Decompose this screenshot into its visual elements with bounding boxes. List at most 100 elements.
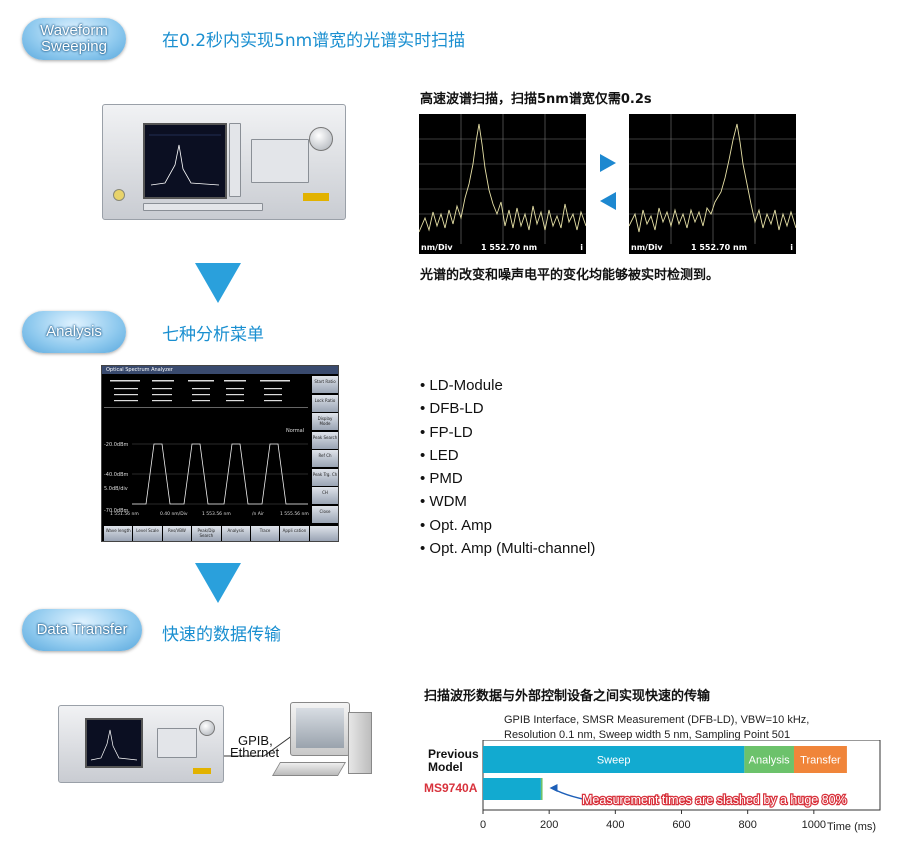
warning-label [303, 193, 329, 201]
bar-sweep [483, 746, 745, 773]
analysis-menu-item: WDM [420, 490, 595, 513]
analysis-screenshot: Optical Spectrum Analyzer Normal -20.0dB… [101, 365, 339, 542]
sweep-caption: 高速波谱扫描，扫描5nm谱宽仅需0.2s [420, 92, 652, 107]
analysis-x-label-4: /n Air [252, 512, 264, 517]
chart-title-line-1: GPIB Interface, SMSR Measurement (DFB-LD… [504, 714, 810, 726]
analysis-menu-item: FP-LD [420, 421, 595, 444]
instrument-small-keypad [157, 728, 197, 758]
pc-tower [348, 712, 372, 774]
sweep-note: 光谱的改变和噪声电平的变化均能够被实时检测到。 [420, 268, 720, 283]
category-previous-model: Previous Model [428, 748, 479, 774]
instrument-screen [143, 123, 227, 199]
analysis-badge: Analysis [22, 311, 126, 353]
analysis-x-label-3: 1 553.56 nm [202, 512, 231, 517]
analysis-side-button: Display Mode [312, 413, 338, 430]
analysis-x-label-5: 1 555.56 nm [280, 512, 309, 517]
analysis-y-label-1: -20.0dBm [104, 442, 129, 448]
analysis-wdm-trace [132, 443, 308, 505]
analysis-bottom-button: Trace [250, 526, 280, 541]
analysis-x-label-1: 1 551.56 nm [110, 512, 139, 517]
flow-arrow-2 [195, 563, 241, 603]
analysis-menu-item: Opt. Amp (Multi-channel) [420, 537, 595, 560]
instrument-small-dial [199, 720, 215, 736]
analysis-menu-item: DFB-LD [420, 397, 595, 420]
category-previous-line-1: Previous [428, 747, 479, 761]
left-screen-edge: i [580, 243, 583, 252]
analysis-bottom-button: Level Scale [133, 526, 162, 541]
badge-line-1: Waveform [40, 22, 108, 39]
analysis-section-title: 七种分析菜单 [162, 325, 264, 345]
x-tick-label: 1000 [802, 819, 826, 831]
analysis-y-label-4: -70.0dBm [104, 508, 129, 514]
instrument-keypad [251, 139, 309, 183]
gpib-cable [224, 729, 301, 757]
analysis-side-button: Peak Search [312, 431, 338, 449]
arrow-right-icon [600, 154, 616, 172]
x-tick-label: 200 [540, 819, 558, 831]
bar-analysis [744, 746, 794, 773]
analysis-window-title: Optical Spectrum Analyzer [102, 366, 338, 374]
pc-keyboard [271, 762, 347, 776]
analysis-bottom-button: Res/VBW [162, 526, 192, 541]
instrument-dial [309, 127, 333, 151]
link-label-ethernet: Ethernet [230, 745, 280, 760]
x-tick-label: 600 [672, 819, 690, 831]
chart-title-line-2: Resolution 0.1 nm, Sweep width 5 nm, Sam… [504, 729, 791, 741]
bar-sweep [483, 778, 541, 800]
analysis-side-button: Peak Trg. Ch [312, 468, 338, 486]
instrument-softkeys [229, 123, 241, 197]
power-button [113, 189, 125, 201]
spectrum-trace-left [418, 114, 587, 244]
analysis-side-button: Start Ratio [312, 376, 338, 393]
analysis-bottom-button: Appli cation [280, 526, 309, 541]
analysis-x-label-2: 0.40 nm/Div [160, 512, 188, 517]
link-label-gpib: GPIB, [238, 733, 273, 748]
analysis-bottom-button [309, 526, 338, 541]
instrument-screen-trace [149, 134, 221, 186]
analysis-y-label-2: -40.0dBm [104, 472, 129, 478]
transfer-section-title: 快速的数据传输 [162, 625, 281, 645]
analysis-bottom-button: Peak/Dip Search [192, 526, 221, 541]
analysis-menu-item: LD-Module [420, 374, 595, 397]
flow-arrow-1 [195, 263, 241, 303]
transfer-caption: 扫描波形数据与外部控制设备之间实现快速的传输 [424, 689, 711, 704]
analysis-menu-item: PMD [420, 467, 595, 490]
annotation-text: Measurement times are slashed by a huge … [582, 793, 847, 807]
analysis-side-button: Ref Ch [312, 450, 338, 467]
analysis-bottom-button: Analysis [221, 526, 250, 541]
right-screen-scale: nm/Div [631, 243, 663, 252]
annotation-arrow-head [549, 784, 558, 792]
instrument-small-screen [85, 718, 143, 768]
right-screen-center: 1 552.70 nm [691, 243, 748, 252]
badge-line-2: Sweeping [41, 38, 107, 55]
instrument-photo [102, 104, 346, 220]
instrument-photo-small [58, 705, 224, 783]
warning-label-small [193, 768, 211, 774]
pc-monitor-screen [296, 708, 344, 748]
pc-monitor [290, 702, 350, 756]
analysis-menu-item: LED [420, 444, 595, 467]
analysis-menu-item: Opt. Amp [420, 514, 595, 537]
spectrum-screen-left: nm/Div 1 552.70 nm i [418, 114, 587, 254]
category-previous-line-2: Model [428, 760, 463, 774]
bar-label-analysis: Analysis [749, 755, 790, 767]
analysis-side-button: Lock Ratio [312, 394, 338, 412]
analysis-menu-list: LD-ModuleDFB-LDFP-LDLEDPMDWDMOpt. AmpOpt… [420, 374, 595, 560]
x-tick-label: 800 [738, 819, 756, 831]
x-tick-label: 0 [480, 819, 486, 831]
spectrum-screen-right: nm/Div 1 552.70 nm i [628, 114, 797, 254]
waveform-sweeping-badge: Waveform Sweeping [22, 18, 126, 60]
left-screen-scale: nm/Div [421, 243, 453, 252]
x-tick-label: 400 [606, 819, 624, 831]
data-transfer-badge-label: Data Transfer [36, 621, 128, 638]
left-screen-center: 1 552.70 nm [481, 243, 538, 252]
analysis-badge-label: Analysis [46, 323, 102, 340]
analysis-status: Normal [286, 428, 305, 434]
arrow-left-icon [600, 192, 616, 210]
x-axis-label: Time (ms) [827, 821, 877, 833]
analysis-side-button: Close [312, 505, 338, 523]
data-transfer-badge: Data Transfer [22, 609, 142, 651]
